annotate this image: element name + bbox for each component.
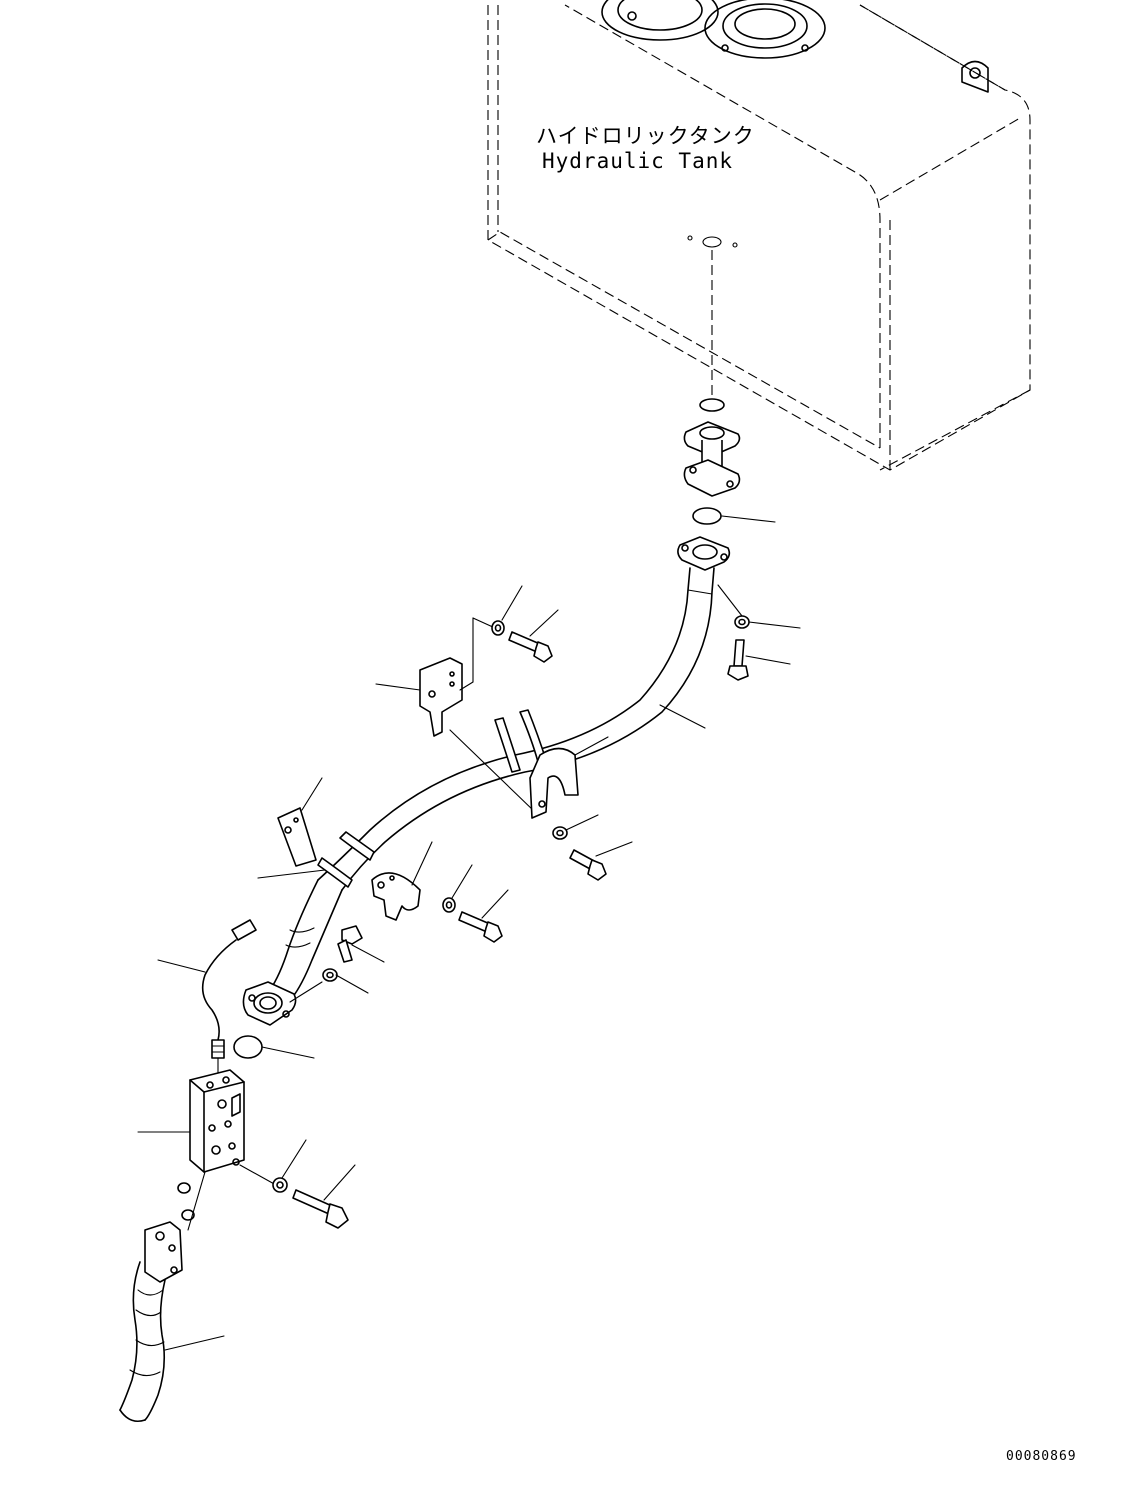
leader [449, 729, 536, 813]
bolt-5 [727, 639, 749, 681]
leader [501, 585, 523, 621]
clamp-lower [371, 872, 421, 921]
washer-4 [322, 968, 338, 982]
leader [721, 515, 776, 523]
leader [289, 981, 323, 1003]
leader [451, 864, 473, 899]
leader [745, 655, 791, 665]
leader [157, 959, 206, 973]
o-ring-lower [233, 1035, 263, 1059]
leader [239, 1164, 277, 1186]
washer-1 [491, 620, 505, 636]
leader [164, 1335, 225, 1351]
tank-label-en: Hydraulic Tank [542, 149, 733, 173]
leader [375, 683, 421, 691]
leader [529, 609, 559, 637]
leader [595, 841, 633, 857]
clamp-middle [529, 747, 579, 819]
main-hose [242, 536, 731, 1026]
washer-2 [552, 826, 568, 840]
leader [659, 704, 706, 729]
leader [481, 889, 509, 919]
bolt-6 [292, 1189, 349, 1229]
leader [261, 1046, 315, 1059]
leader [717, 584, 743, 617]
leader [411, 841, 433, 886]
o-ring-top [692, 507, 722, 525]
tank-label-jp: ハイドロリックタンク [536, 124, 755, 148]
leader [281, 1139, 307, 1179]
leader [351, 944, 385, 963]
leader [459, 681, 474, 691]
leader [472, 617, 496, 629]
leader [748, 621, 801, 629]
bolt-1 [508, 631, 553, 663]
sensor-cable [201, 919, 257, 1059]
leader [301, 777, 323, 811]
washer-6 [272, 1177, 288, 1193]
hydraulic-tank [487, 0, 1031, 471]
bolt-4 [337, 925, 363, 963]
bracket-plate-left [277, 807, 317, 867]
leader [574, 736, 609, 756]
leader [257, 869, 326, 879]
lower-hose [119, 1171, 206, 1423]
washer-5 [734, 615, 750, 629]
leader [565, 814, 599, 831]
drawing-code: 00080869 [1006, 1449, 1077, 1464]
washer-3 [442, 897, 456, 913]
leader [335, 974, 369, 994]
valve-block [189, 1069, 245, 1173]
tank-adapter [683, 398, 741, 497]
bolt-2 [569, 849, 607, 881]
bolt-3 [458, 911, 503, 943]
bracket-plate-upper [419, 657, 463, 737]
leader [323, 1164, 356, 1201]
